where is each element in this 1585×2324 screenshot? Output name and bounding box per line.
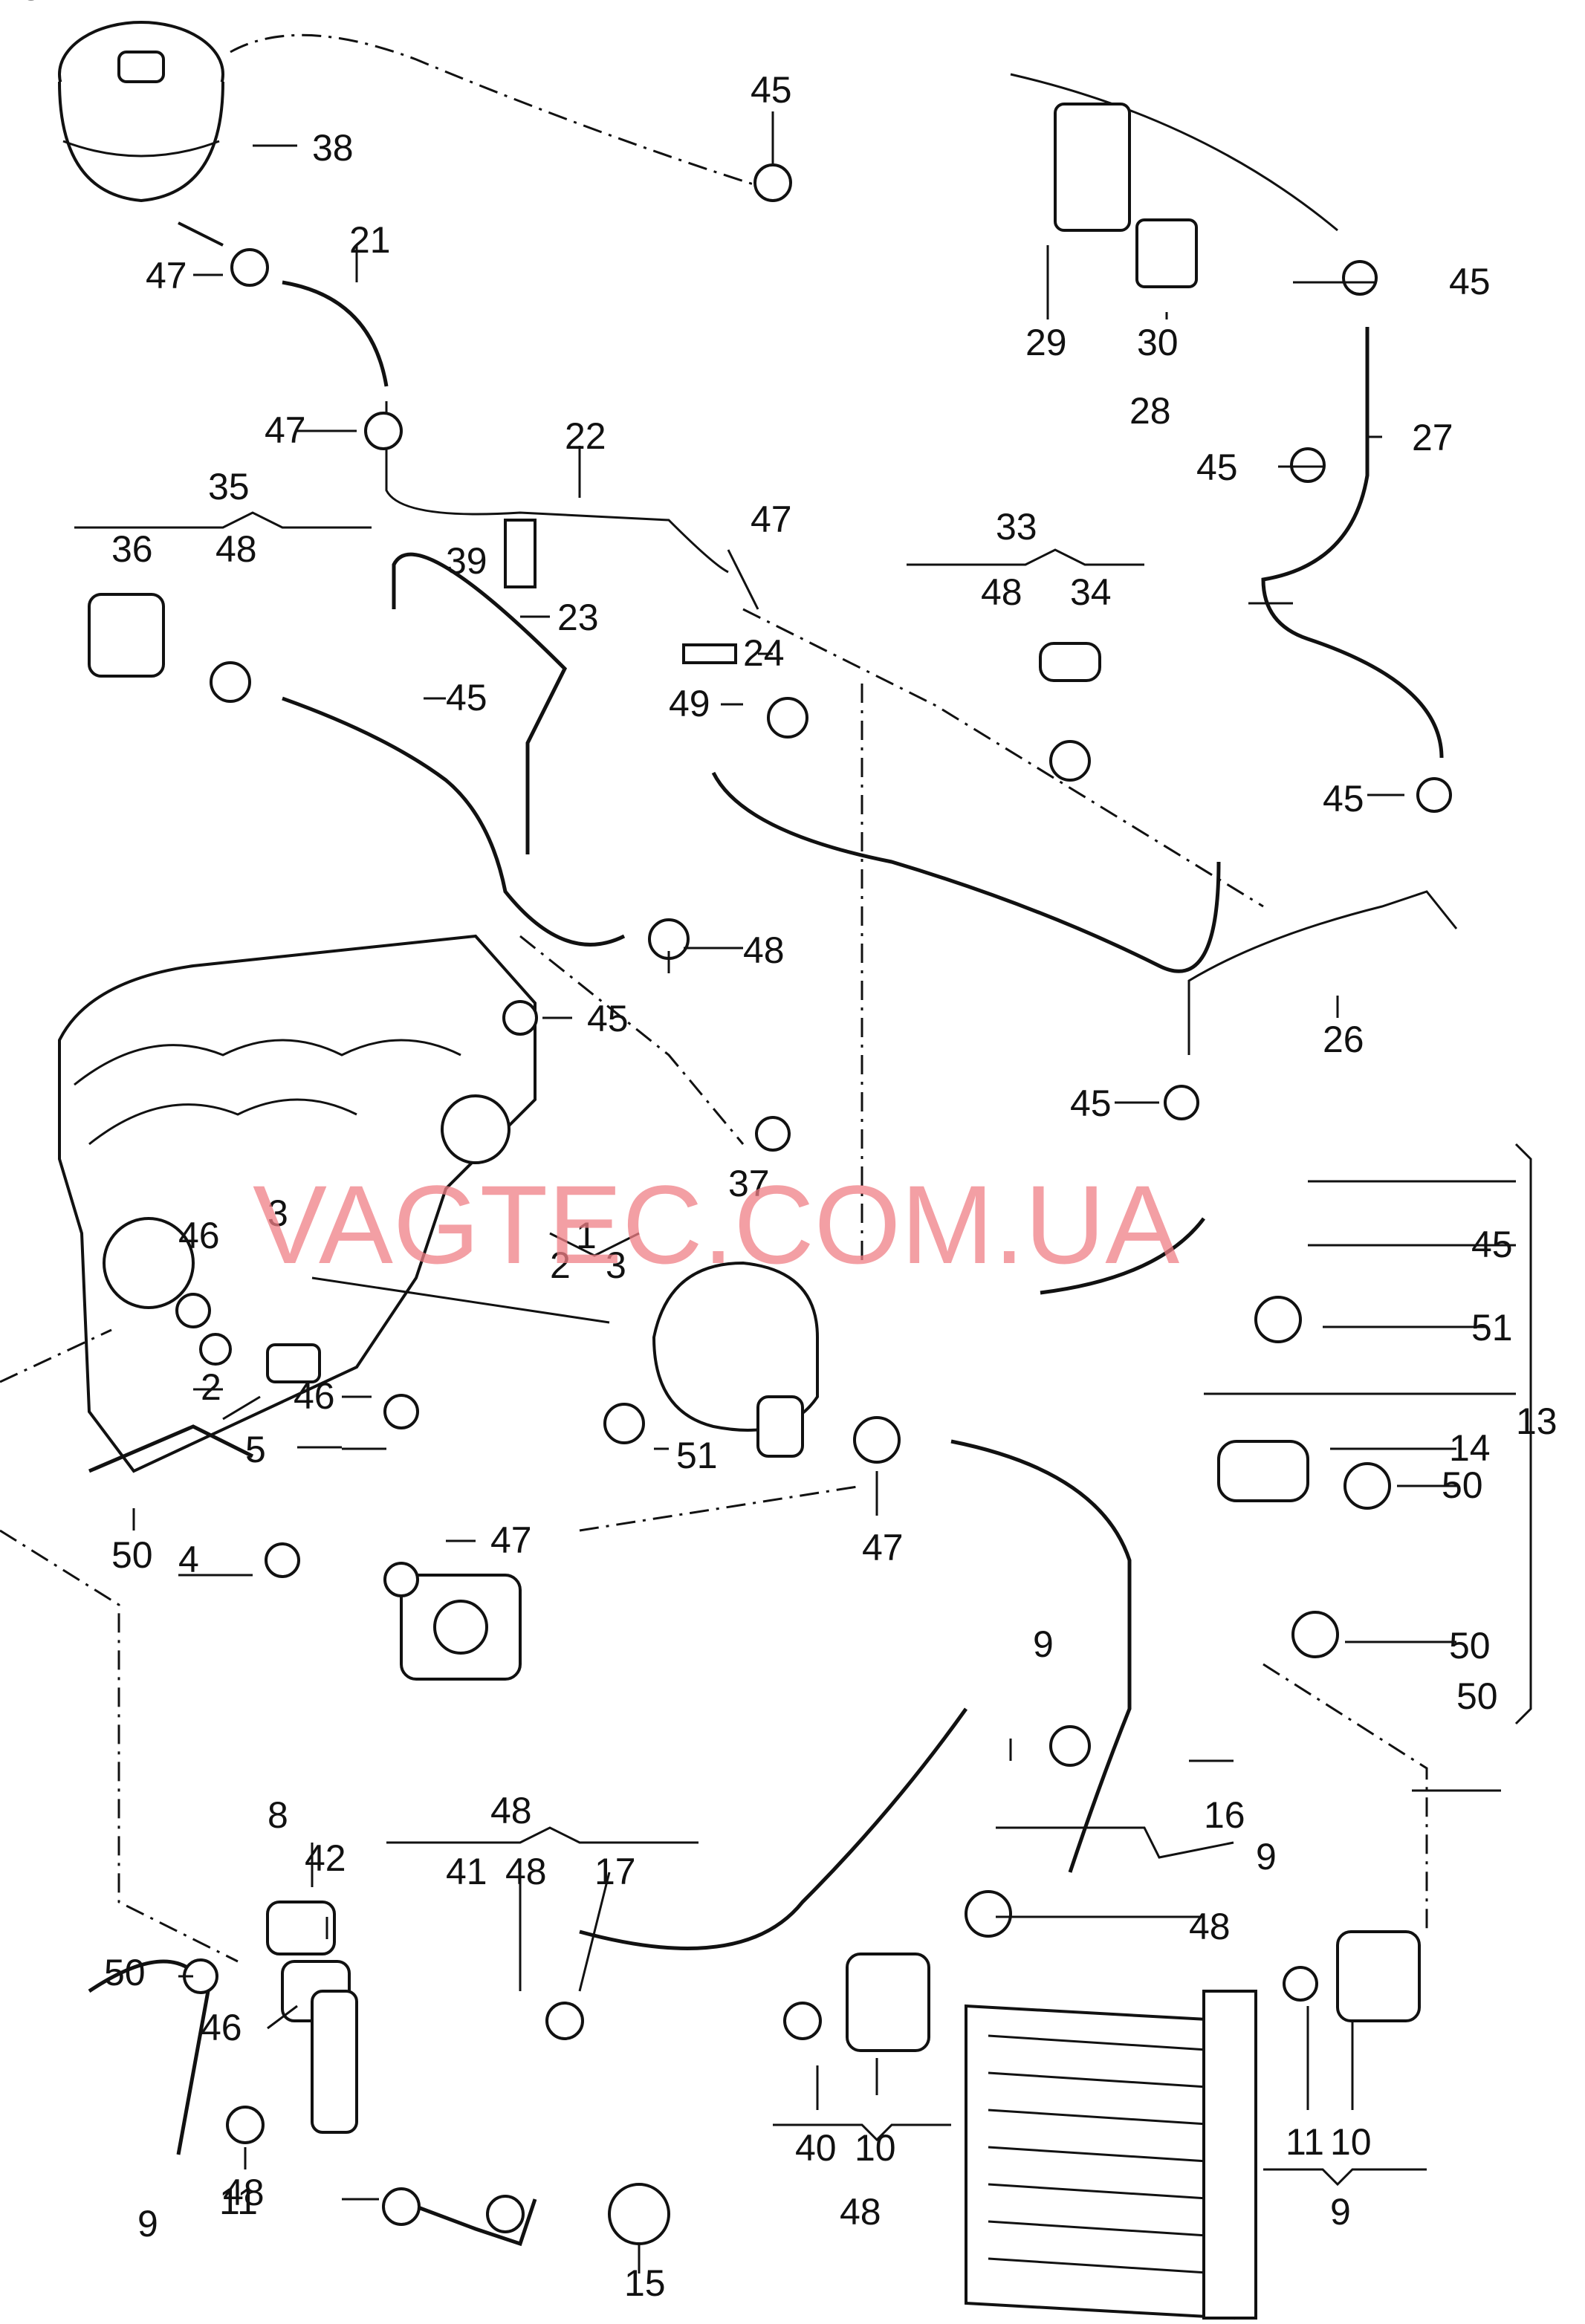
hoses <box>88 280 1444 2247</box>
dash-lines <box>0 33 1428 1963</box>
part-number-label: 45 <box>751 69 792 111</box>
part-number-label: 13 <box>1516 1400 1558 1442</box>
part-number-label: 11 <box>1286 2121 1324 2163</box>
part-number-label: 50 <box>111 1534 153 1576</box>
part-number-label: 9 <box>1330 2191 1351 2233</box>
part-number-label: 24 <box>743 632 785 674</box>
part-number-label: 48 <box>981 571 1022 613</box>
part-number-label: 3 <box>268 1192 288 1234</box>
part-number-label: 51 <box>1471 1307 1513 1348</box>
part-number-label: 2 <box>201 1366 221 1408</box>
part-number-label: 37 <box>728 1163 770 1204</box>
part-number-label: 16 <box>1204 1794 1245 1836</box>
part-number-label: 9 <box>137 2203 158 2245</box>
part-number-label: 35 <box>208 466 250 507</box>
part-number-label: 38 <box>312 127 354 169</box>
part-number-label: 5 <box>245 1429 266 1470</box>
part-number-label: 17 <box>594 1851 636 1892</box>
part-number-label: 50 <box>1449 1625 1491 1666</box>
leader-lines <box>132 111 1516 2273</box>
part-number-label: 2 <box>550 1244 571 1286</box>
thermostat-housing <box>652 1261 819 1458</box>
oil-cooler <box>400 1574 522 1681</box>
part-number-label: 46 <box>294 1375 335 1417</box>
part-number-label: 45 <box>1196 447 1238 488</box>
part-number-label: 48 <box>743 929 785 971</box>
part-number-label: 18 <box>0 0 42 8</box>
part-number-label: 47 <box>862 1527 904 1568</box>
part-number-label: 50 <box>1456 1675 1498 1717</box>
part-number-label: 47 <box>490 1519 532 1561</box>
part-number-label: 9 <box>1033 1623 1054 1665</box>
part-number-label: 47 <box>146 255 187 296</box>
part-number-label: 3 <box>606 1244 626 1286</box>
part-number-label: 29 <box>1025 322 1067 363</box>
part-number-label: 14 <box>1449 1427 1491 1469</box>
part-number-label: 47 <box>265 409 306 451</box>
part-number-label: 45 <box>1449 261 1491 302</box>
part-number-label: 50 <box>1442 1464 1483 1506</box>
small-parts <box>88 103 1421 2134</box>
part-number-label: 45 <box>587 998 629 1039</box>
part-number-label: 28 <box>1129 390 1171 432</box>
part-number-label: 22 <box>565 415 606 457</box>
part-number-label: 8 <box>268 1794 288 1836</box>
part-number-label: 27 <box>1412 417 1453 458</box>
part-number-label: 49 <box>669 683 710 724</box>
part-number-label: 15 <box>624 2262 666 2304</box>
part-number-label: 45 <box>1471 1224 1513 1265</box>
part-number-label: 48 <box>505 1851 547 1892</box>
part-number-label: 51 <box>676 1435 718 1476</box>
part-number-label: 41 <box>446 1851 487 1892</box>
part-number-label: 34 <box>1070 571 1112 613</box>
part-number-label: 1 <box>576 1215 597 1256</box>
part-number-label: 40 <box>795 2127 837 2169</box>
part-number-label: 48 <box>1189 1906 1231 1947</box>
part-number-label: 23 <box>557 597 599 638</box>
part-number-label: 50 <box>104 1952 146 1993</box>
bracket-lines <box>74 511 1532 2187</box>
part-number-label: 4 <box>178 1539 199 1580</box>
part-number-label: 45 <box>1070 1083 1112 1124</box>
part-number-label: 48 <box>840 2191 881 2233</box>
radiator <box>965 1990 1257 2320</box>
engine-block <box>58 934 537 1473</box>
part-number-label: 21 <box>349 219 391 261</box>
hose-clamps <box>175 163 1452 2245</box>
expansion-tank <box>58 21 224 247</box>
part-number-label: 48 <box>490 1790 532 1831</box>
part-number-label: 30 <box>1137 322 1179 363</box>
part-number-label: 45 <box>446 677 487 718</box>
part-number-label: 33 <box>996 506 1037 548</box>
part-number-label: 46 <box>178 1215 220 1256</box>
part-number-label: 42 <box>305 1837 346 1879</box>
part-number-label: 48 <box>215 528 257 570</box>
pipes <box>311 73 1458 1324</box>
part-number-label: 47 <box>751 499 792 540</box>
part-number-label: 10 <box>855 2127 896 2169</box>
part-number-label: 46 <box>201 2007 242 2048</box>
part-number-label: 36 <box>111 528 153 570</box>
watermark-text: VAGTEC.COM.UA <box>253 1162 1179 1287</box>
part-number-label: 9 <box>1256 1836 1277 1877</box>
part-number-label: 45 <box>1323 778 1364 819</box>
part-number-label: 26 <box>1323 1019 1364 1060</box>
part-number-label: 11 <box>219 2181 258 2222</box>
part-number-label: 39 <box>446 540 487 582</box>
part-number-label: 48 <box>223 2172 265 2213</box>
part-number-label: 10 <box>1330 2121 1372 2163</box>
